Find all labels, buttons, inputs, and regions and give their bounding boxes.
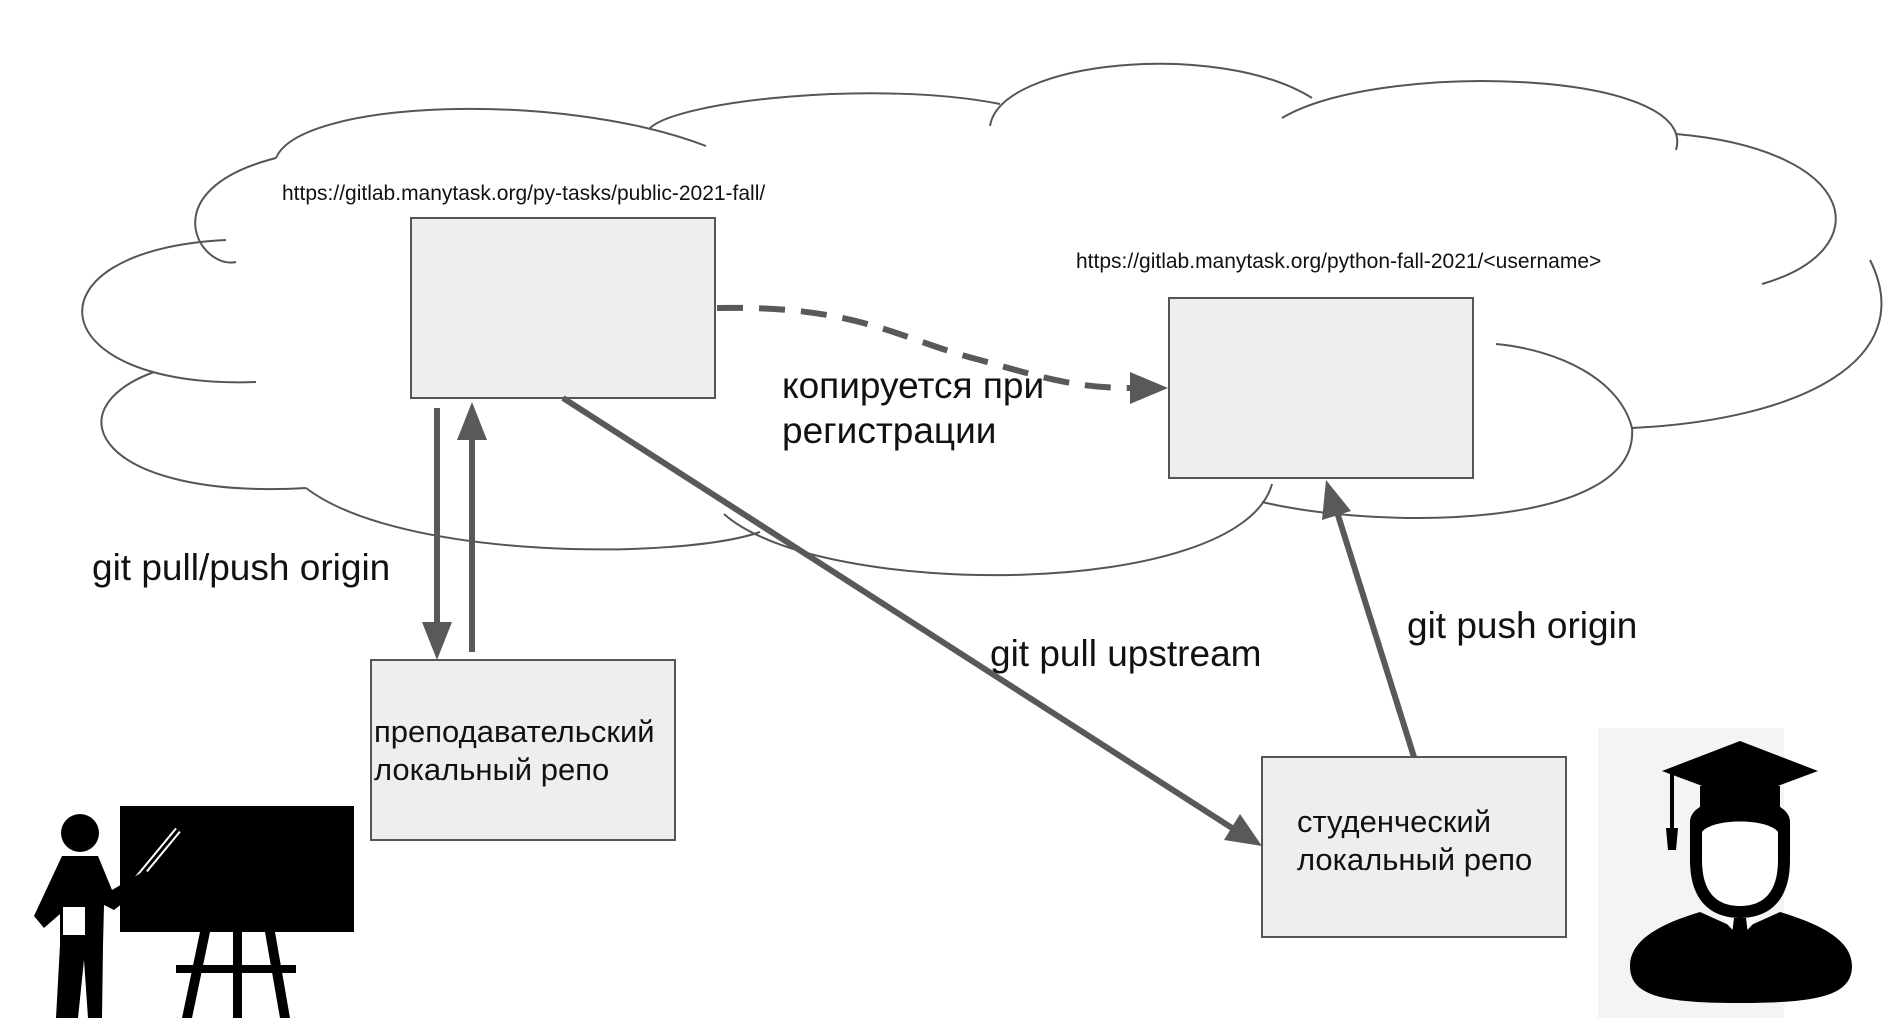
copy-arrow-head [1130, 372, 1168, 404]
pull-upstream-label: git pull upstream [990, 633, 1261, 674]
teacher-sync-label: git pull/push origin [92, 547, 390, 588]
public-repo-url: https://gitlab.manytask.org/py-tasks/pub… [282, 182, 765, 205]
public-remote-repo-box [410, 217, 716, 399]
push-origin-arrow [1334, 511, 1417, 758]
student-box-label-line2: локальный репо [1297, 842, 1532, 877]
student-box-label-line1: студенческий [1297, 804, 1491, 839]
push-origin-label: git push origin [1407, 605, 1637, 646]
gitlab-cloud [81, 62, 1883, 577]
student-local-repo-box [1261, 756, 1567, 938]
graduate-student-icon [1598, 728, 1852, 1018]
teacher-push-arrow-head [457, 402, 487, 440]
student-remote-repo-box [1168, 297, 1474, 479]
pull-upstream-arrow [561, 395, 1234, 831]
teacher-box-label-line2: локальный репо [374, 752, 609, 787]
push-origin-arrow-head [1322, 480, 1351, 520]
teacher-local-repo-box [370, 659, 676, 841]
copy-label-line1: копируется при [782, 365, 1044, 406]
teacher-pull-arrow-head [422, 622, 452, 660]
teacher-box-label-line1: преподавательский [374, 714, 655, 749]
teacher-at-blackboard-icon [34, 806, 354, 1018]
copy-on-registration-arrow [716, 304, 1133, 391]
student-repo-url: https://gitlab.manytask.org/python-fall-… [1076, 250, 1601, 273]
pull-upstream-arrow-head [1224, 814, 1262, 846]
copy-label-line2: регистрации [782, 410, 996, 451]
